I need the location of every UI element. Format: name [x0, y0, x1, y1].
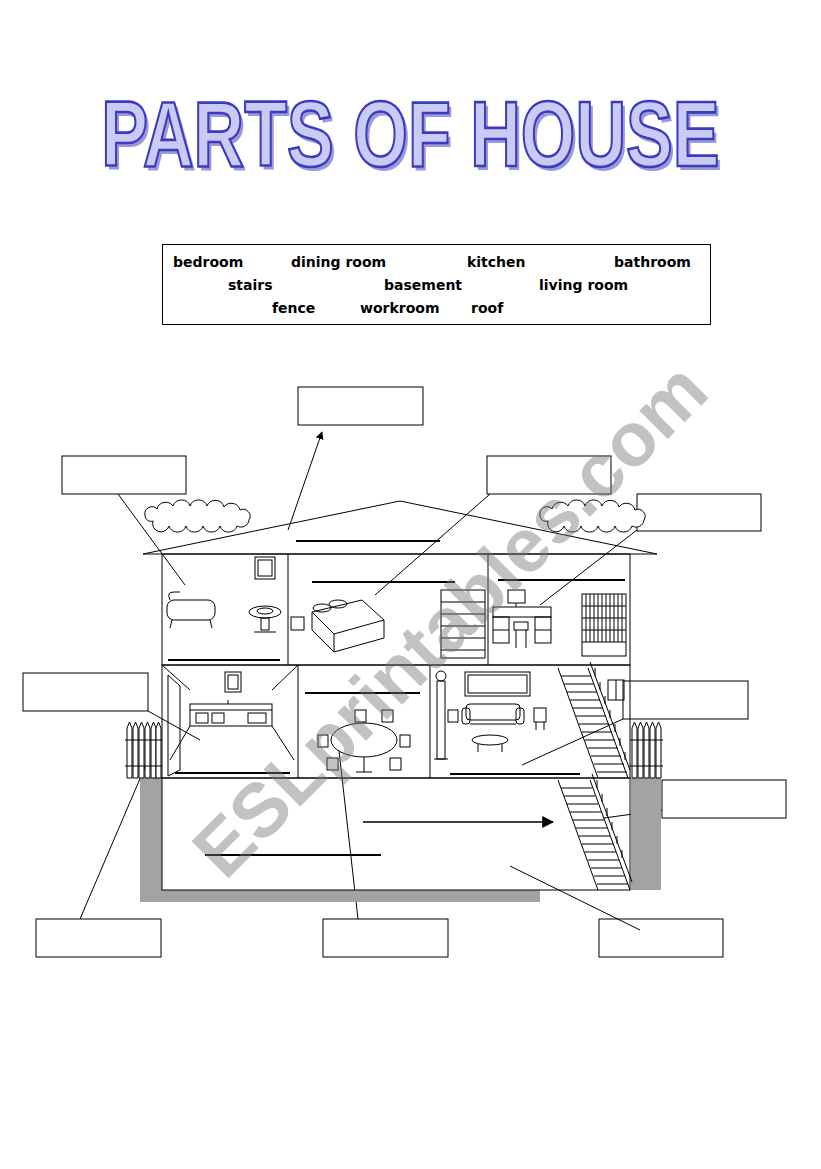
bathroom-furniture [167, 557, 281, 632]
word-bank-item: roof [471, 300, 503, 317]
living-furniture [434, 671, 624, 759]
word-bank-item: bedroom [173, 254, 243, 271]
word-bank-box: bedroom dining room kitchen bathroom stairs b… [162, 244, 711, 325]
word-bank-item: dining room [291, 254, 386, 271]
word-bank-item: bathroom [614, 254, 691, 271]
word-bank-item: stairs [228, 277, 273, 294]
word-bank-item: basement [384, 277, 462, 294]
word-bank-item: kitchen [467, 254, 526, 271]
worksheet-title: PARTS OF HOUSE [0, 86, 821, 181]
word-bank-item: living room [539, 277, 628, 294]
word-bank-item: workroom [360, 300, 440, 317]
word-bank-item: fence [272, 300, 315, 317]
stairs [558, 662, 632, 890]
watermark: ESLprintables.com [178, 348, 721, 891]
